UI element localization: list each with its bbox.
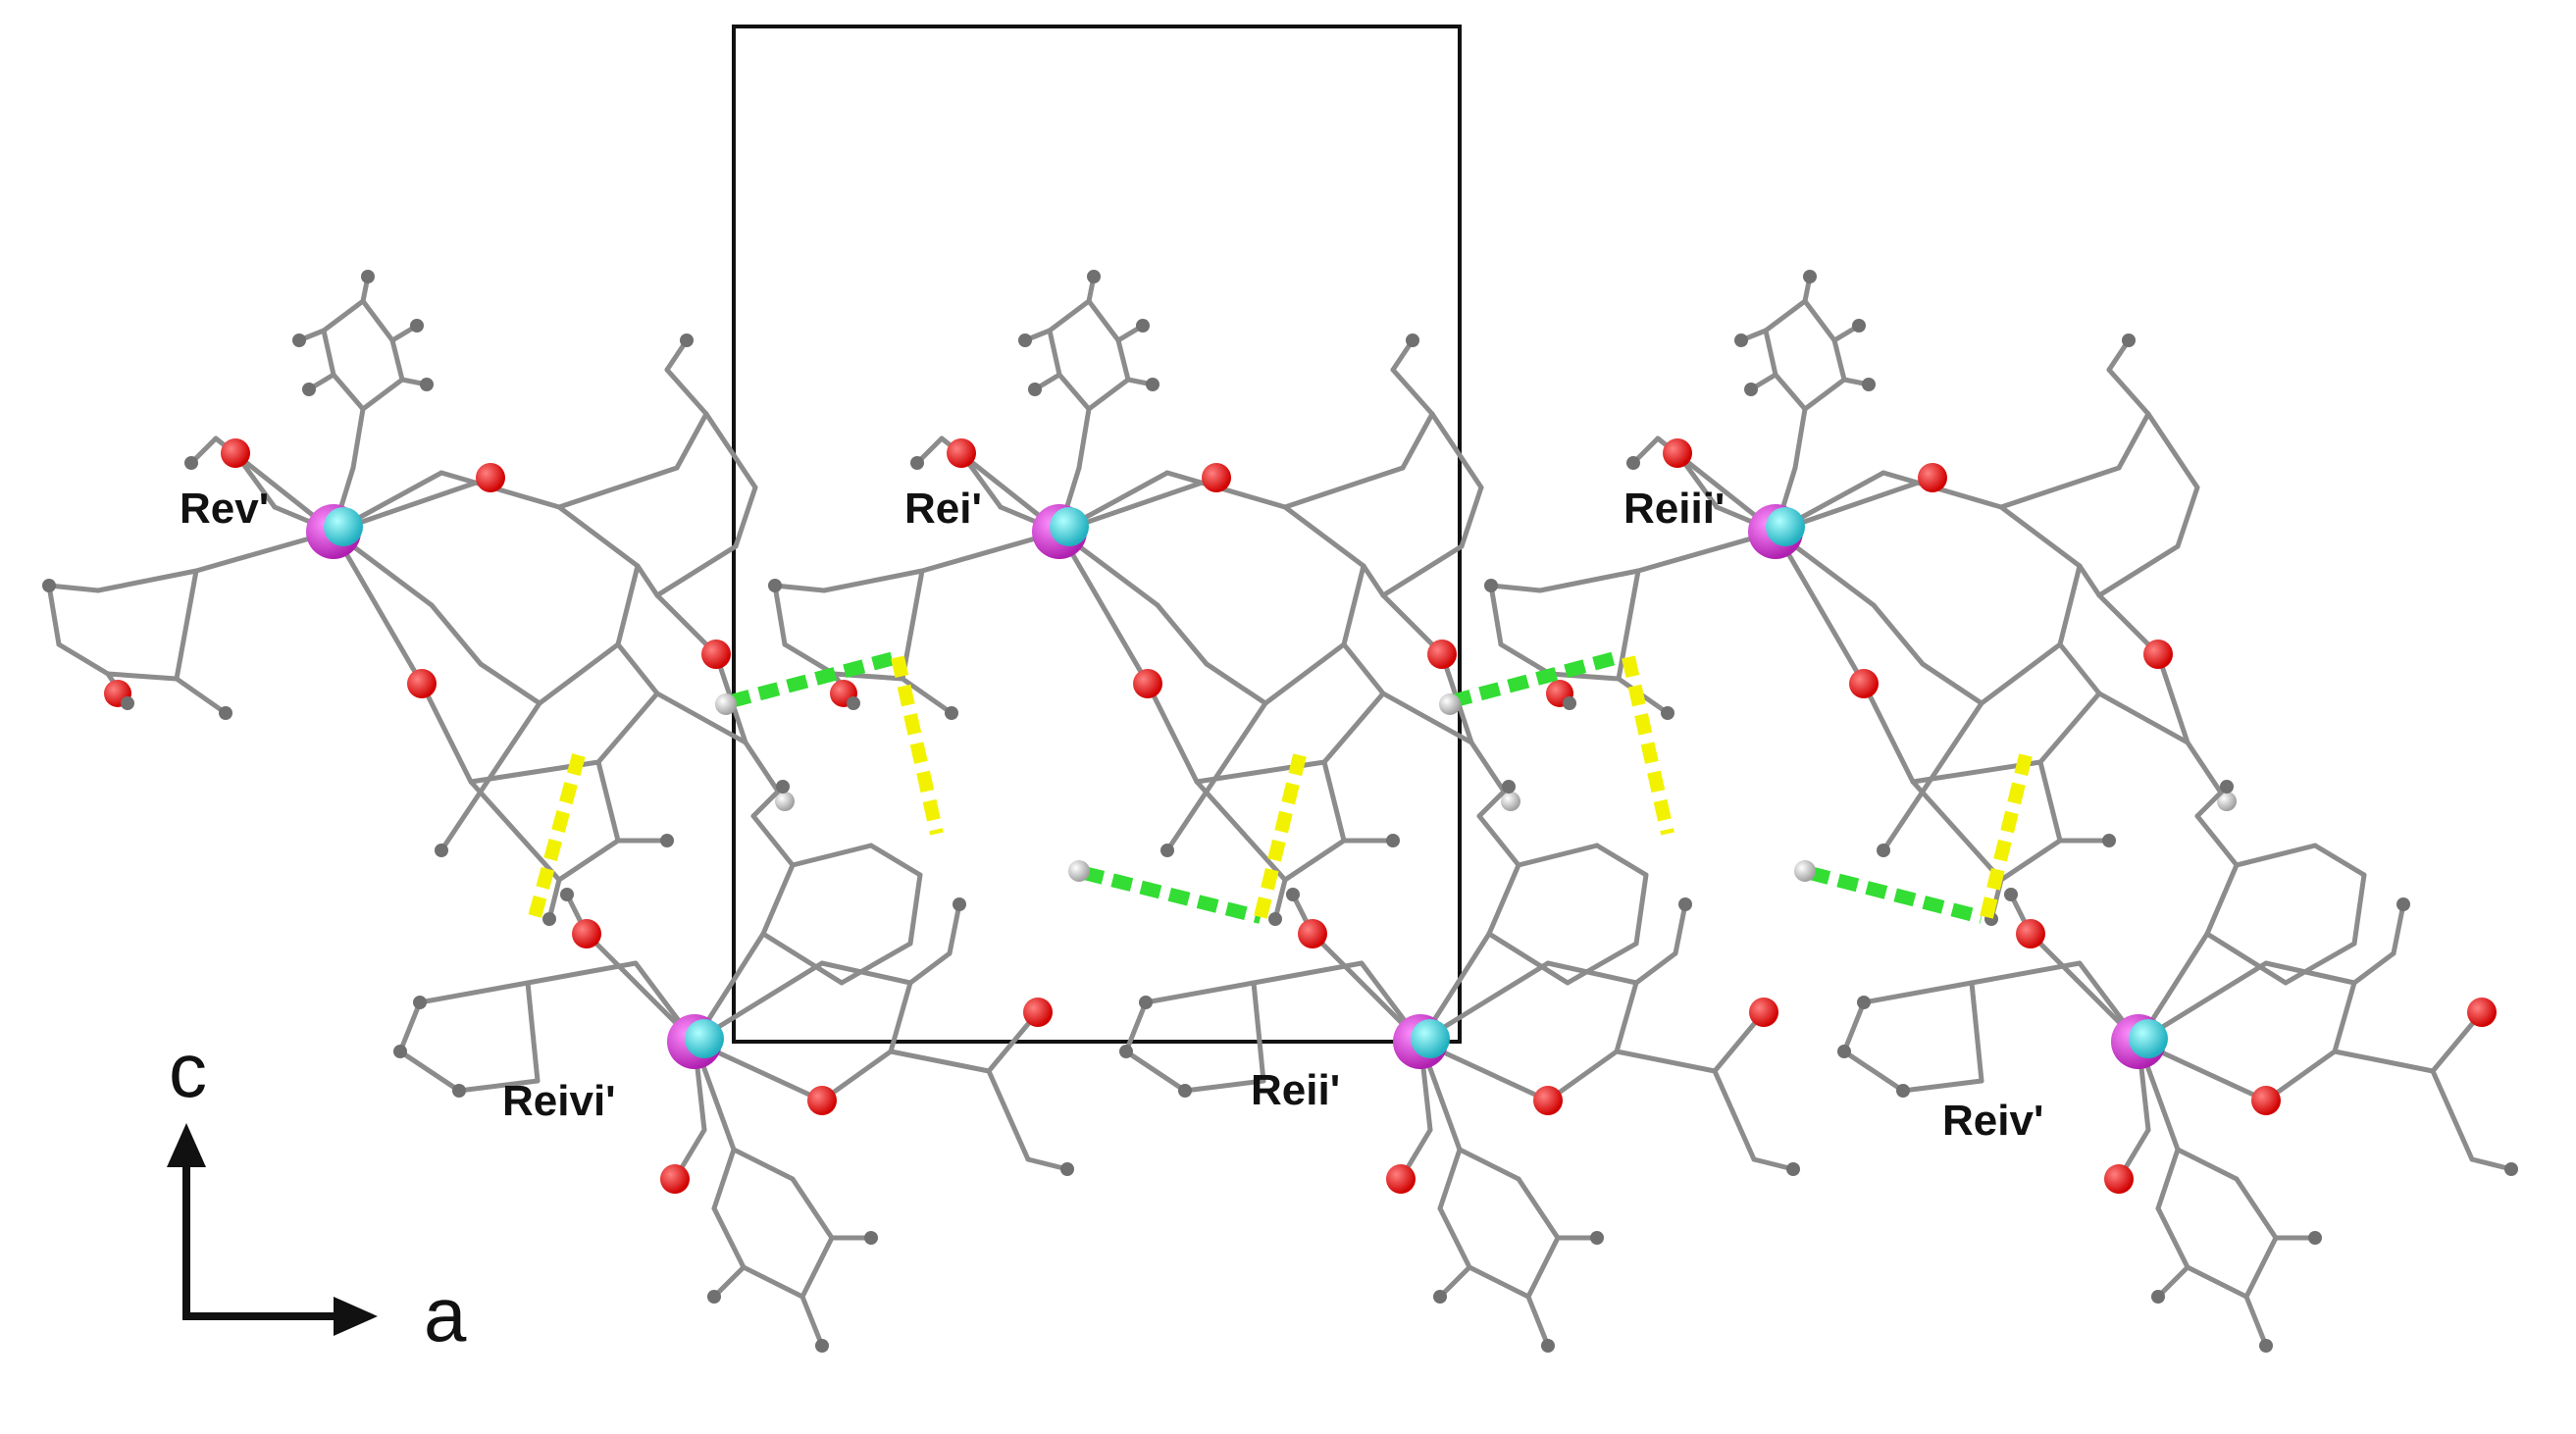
unit-cell-box xyxy=(732,25,1462,1044)
label-reiv: Reiv' xyxy=(1942,1097,2043,1145)
label-rev: Rev' xyxy=(180,485,269,533)
molecule-reiv xyxy=(1837,780,2518,1353)
yellow-contact-2 xyxy=(891,655,944,836)
molecule-reiii xyxy=(1484,270,2237,926)
green-contact-4 xyxy=(1808,866,1984,924)
a-axis-arrowhead xyxy=(334,1297,378,1336)
h-atom xyxy=(1439,693,1461,715)
a-axis-label: a xyxy=(424,1271,467,1357)
hydrogen-bond-contacts xyxy=(528,650,2033,924)
yellow-contact-4 xyxy=(1622,655,1674,836)
c-axis-arrowhead xyxy=(167,1123,206,1167)
h-atom xyxy=(1794,860,1816,882)
label-reiii: Reiii' xyxy=(1623,485,1725,533)
molecule-rei xyxy=(768,270,1520,926)
label-reivi: Reivi' xyxy=(502,1077,616,1125)
c-axis-label: c xyxy=(169,1027,207,1113)
molecule-rev xyxy=(42,270,795,926)
label-reii: Reii' xyxy=(1251,1066,1340,1114)
green-contact-3 xyxy=(1082,866,1262,924)
h-atom xyxy=(715,693,737,715)
h-atom xyxy=(1068,860,1090,882)
axes-indicator: c a xyxy=(167,1027,467,1357)
label-rei: Rei' xyxy=(904,485,982,533)
